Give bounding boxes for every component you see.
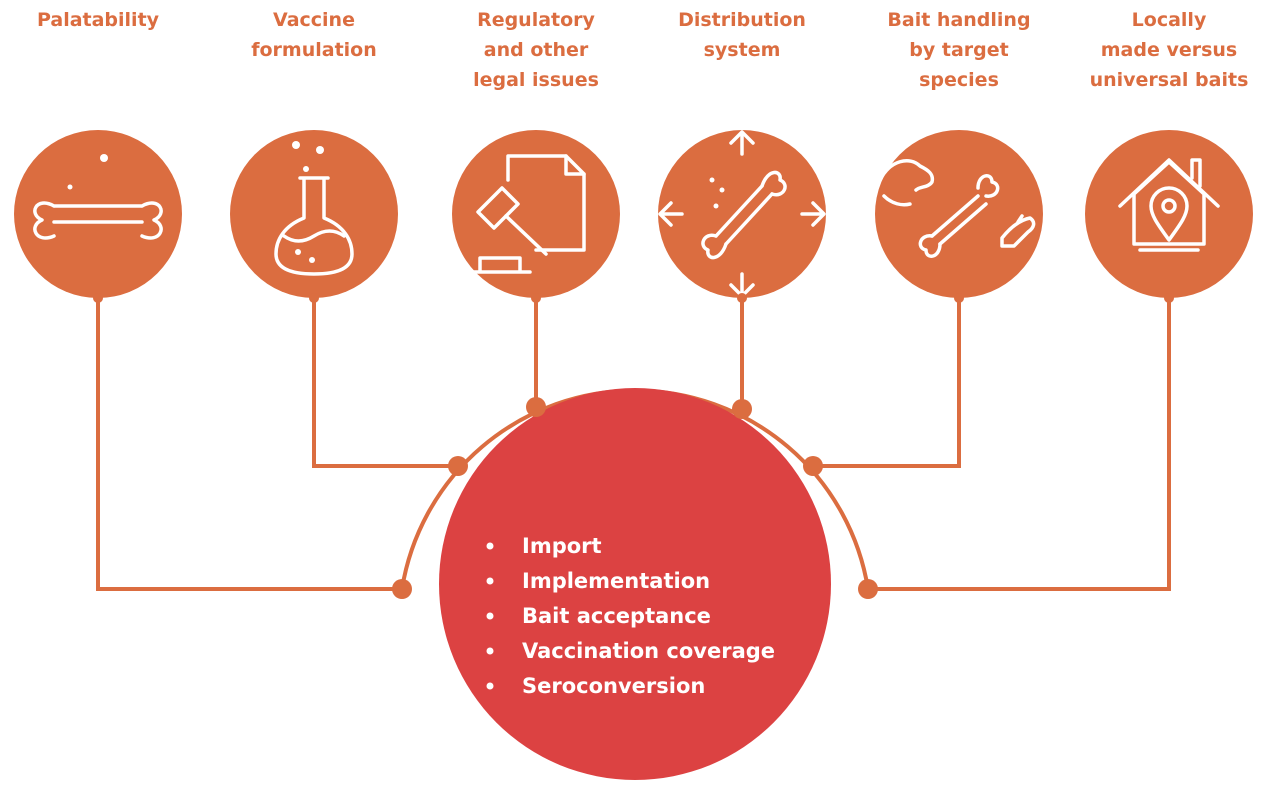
connector-end-dot [392, 579, 412, 599]
factor-label-line: by target [909, 39, 1008, 61]
factor-label-locally-made: Locally made versus universal baits [1090, 9, 1249, 91]
outcome-item: Implementation [522, 569, 710, 593]
core-circle [439, 388, 831, 780]
bullet-dot [486, 682, 494, 690]
factor-label-line: formulation [251, 39, 377, 61]
connector-start-dot [1164, 293, 1174, 303]
connector-start-dot [737, 293, 747, 303]
outcome-item: Bait acceptance [522, 604, 711, 628]
flask-icon [274, 141, 354, 276]
factor-label-regulatory: Regulatory and other legal issues [473, 9, 599, 91]
factor-circle-locally-made [1085, 130, 1253, 298]
outcome-item: Import [522, 534, 602, 558]
bullet-dot [486, 577, 494, 585]
connector-end-dot [732, 399, 752, 419]
factor-label-bait-handling: Bait handling by target species [887, 9, 1030, 91]
house-location-icon [1118, 158, 1220, 252]
bullet-dot [486, 647, 494, 655]
gavel-document-icon [468, 154, 586, 274]
connector-start-dot [954, 293, 964, 303]
factor-label-line: Locally [1132, 9, 1207, 31]
factor-label-line: Vaccine [273, 9, 355, 31]
factor-label-distribution: Distribution system [678, 9, 806, 61]
factor-label-line: legal issues [473, 69, 599, 91]
connector-line-vaccine-formulation [312, 298, 458, 468]
factor-label-line: species [919, 69, 999, 91]
connector-start-dot [531, 293, 541, 303]
factor-label-line: made versus [1101, 39, 1238, 61]
connector-end-dot [448, 456, 468, 476]
factor-circle-vaccine-formulation [230, 130, 398, 298]
factor-label-line: Palatability [37, 9, 160, 31]
factor-circle-palatability [14, 130, 182, 298]
connector-line-bait-handling [813, 298, 961, 468]
connector-start-dot [93, 293, 103, 303]
connector-lines [96, 298, 1171, 591]
bone-icon [33, 154, 163, 240]
connector-line-locally-made [868, 298, 1171, 591]
outcome-item: Vaccination coverage [522, 639, 775, 663]
connector-end-dot [526, 397, 546, 417]
dog-bone-hand-icon [878, 159, 1036, 258]
factor-circle-regulatory [452, 130, 620, 298]
factor-label-line: Regulatory [477, 9, 595, 31]
factor-label-palatability: Palatability [37, 9, 160, 31]
factor-circle-distribution [658, 130, 826, 298]
connector-line-palatability [96, 298, 402, 591]
connector-end-dot [803, 456, 823, 476]
factor-label-line: universal baits [1090, 69, 1249, 91]
outcome-item: Seroconversion [522, 674, 705, 698]
bullet-dot [486, 542, 494, 550]
factor-label-line: and other [484, 39, 589, 61]
factor-label-line: system [704, 39, 781, 61]
factor-label-vaccine-formulation: Vaccine formulation [251, 9, 377, 61]
bullet-dot [486, 612, 494, 620]
factor-label-line: Distribution [678, 9, 806, 31]
connector-start-dot [309, 293, 319, 303]
connector-end-dot [858, 579, 878, 599]
factor-label-line: Bait handling [887, 9, 1030, 31]
